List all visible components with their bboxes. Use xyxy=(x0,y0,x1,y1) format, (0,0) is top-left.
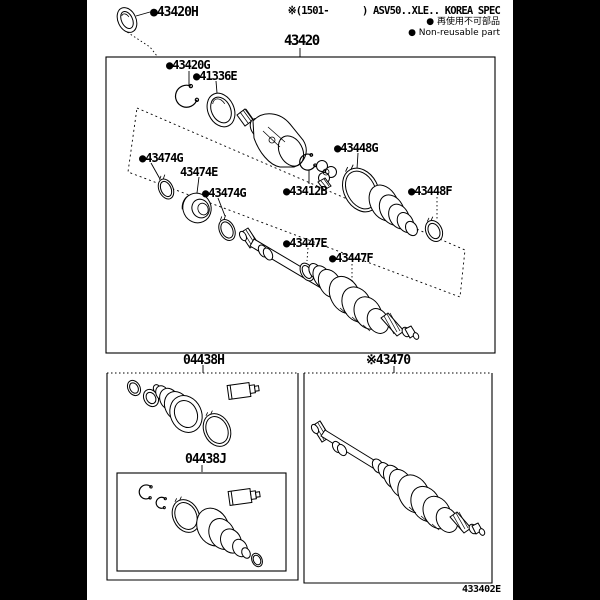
oil-seal-43420H-drawing xyxy=(116,7,138,33)
inner-boot-drawing xyxy=(368,184,418,237)
legend-nonreusable-en: ● Non-reusable part xyxy=(408,28,500,38)
part-label-41336E[interactable]: ●41336E xyxy=(193,69,238,83)
part-label-43474G-left[interactable]: ●43474G xyxy=(139,151,184,165)
part-label-43447E[interactable]: ●43447E xyxy=(283,236,328,250)
part-label-43470[interactable]: ※43470 xyxy=(366,353,411,368)
clamp-43474G-left-drawing xyxy=(157,174,175,200)
leader-lines xyxy=(123,11,438,472)
center-bearing-43474E-drawing xyxy=(181,192,212,224)
figure-code: 433402E xyxy=(462,584,501,595)
legend-nonreusable-jp: ● 再使用不可部品 xyxy=(426,17,500,27)
snap-ring-43420G-drawing xyxy=(174,83,200,108)
part-label-04438H[interactable]: 04438H xyxy=(183,353,225,368)
tripod-spider-43412B-drawing xyxy=(316,160,337,191)
part-label-43448G[interactable]: ●43448G xyxy=(334,141,379,155)
part-label-43420G[interactable]: ●43420G xyxy=(166,58,211,72)
part-label-43420H[interactable]: ●43420H xyxy=(150,5,199,20)
outer-cv-joint-drawing xyxy=(328,275,420,340)
boot-kit-04438J-box xyxy=(116,472,287,572)
oil-seal-41336E-drawing xyxy=(206,92,236,128)
part-label-43474G-right[interactable]: ●43474G xyxy=(202,186,247,200)
outer-boot-43447F-drawing xyxy=(308,262,343,299)
group-label-43420[interactable]: 43420 xyxy=(284,33,320,49)
part-label-43448F[interactable]: ●43448F xyxy=(408,184,453,198)
boot-kit-box xyxy=(106,372,299,581)
part-label-43474E[interactable]: 43474E xyxy=(180,165,218,179)
part-label-43447F[interactable]: ●43447F xyxy=(329,251,374,265)
clamp-43448F-drawing xyxy=(424,216,444,243)
dashed-subassembly-outline xyxy=(127,107,466,298)
boot-kit-04438H-drawing xyxy=(126,379,260,447)
clamp-43474G-right-drawing xyxy=(218,215,236,241)
inner-cv-joint-drawing xyxy=(236,108,307,168)
spec-note: ※(1501- ) ASV50..XLE.. KOREA SPEC xyxy=(287,5,501,17)
part-label-04438J[interactable]: 04438J xyxy=(185,452,227,467)
header-notes: ※(1501- ) ASV50..XLE.. KOREA SPEC ● 再使用不… xyxy=(287,5,501,39)
part-label-43412B[interactable]: ●43412B xyxy=(283,184,328,198)
main-parts-box xyxy=(105,56,496,354)
assembly-box xyxy=(303,372,493,584)
driveshaft-assembly-43470-drawing xyxy=(310,420,486,536)
boot-kit-04438J-drawing xyxy=(138,484,263,568)
